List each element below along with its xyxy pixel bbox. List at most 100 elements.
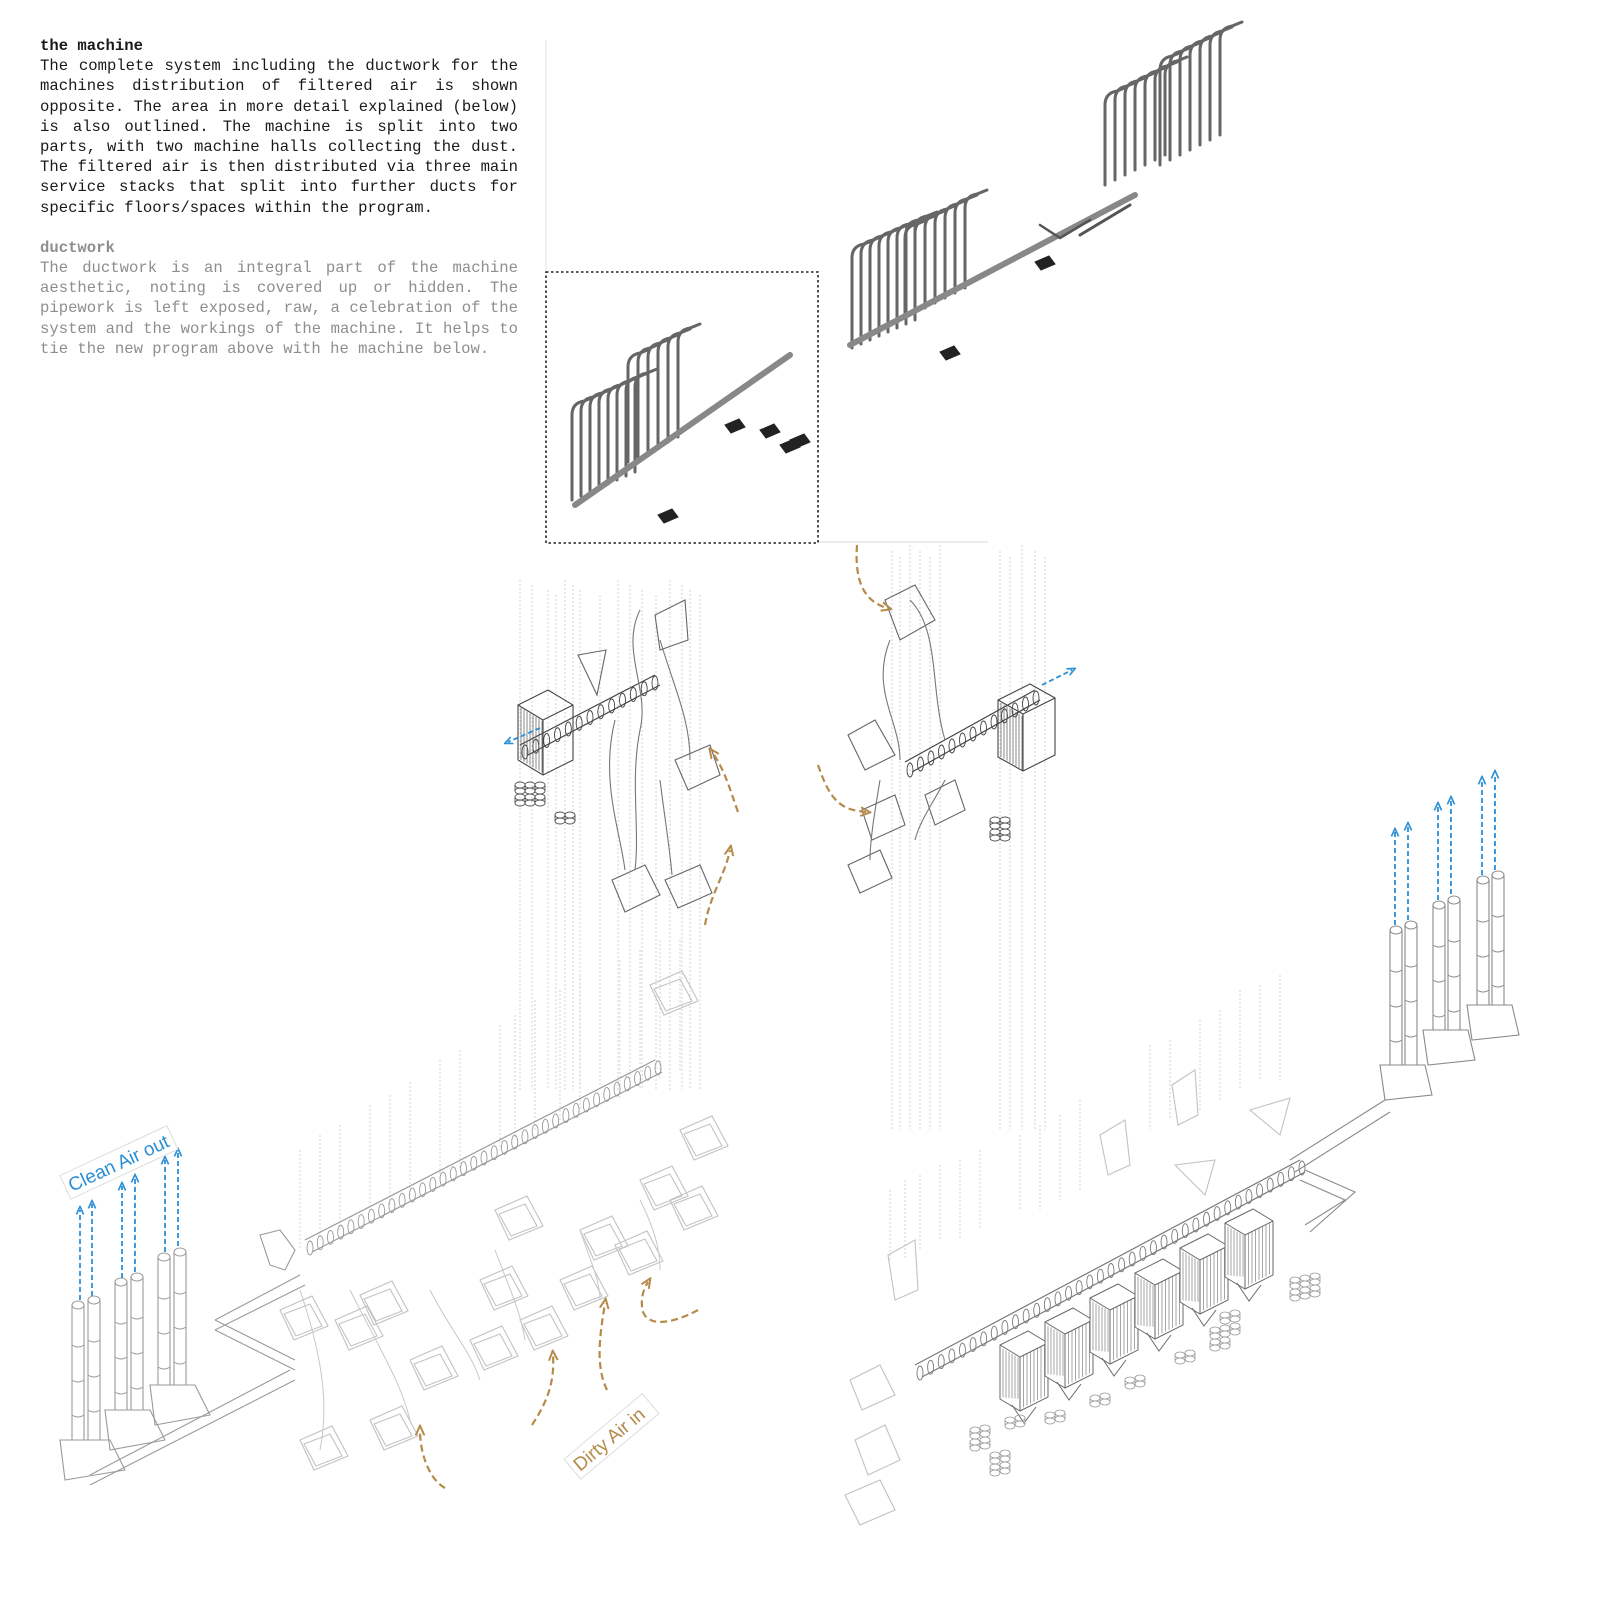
dust-bag-base — [1289, 1282, 1301, 1290]
pipe-ring — [378, 1203, 386, 1219]
stack-band — [130, 1351, 144, 1355]
pipe-ring — [917, 756, 924, 772]
stack-band — [71, 1414, 85, 1418]
pipe-ring — [1118, 1257, 1126, 1273]
dust-bag-base — [1229, 1328, 1241, 1336]
pipe-ring — [634, 1071, 641, 1087]
dust-bag-base — [1209, 1344, 1221, 1352]
stack-band — [1476, 919, 1490, 923]
pipe-ring — [398, 1192, 406, 1208]
filter-hopper — [1101, 1357, 1127, 1377]
pipe-ring — [582, 1097, 590, 1113]
dust-bag-base — [1134, 1380, 1146, 1388]
dust-bag-base — [989, 1457, 1001, 1465]
stack-band — [87, 1339, 101, 1343]
pipe-ring — [1149, 1240, 1157, 1256]
pipe-ring — [1065, 1285, 1073, 1301]
pipe-ring — [969, 1337, 977, 1352]
pipe-ring — [1033, 1302, 1041, 1318]
suction-hood — [359, 1280, 409, 1326]
pipe-ring — [521, 744, 529, 760]
pipe-ring — [969, 726, 977, 742]
dust-bag-base — [1219, 1330, 1231, 1338]
pipe-ring — [367, 1208, 375, 1224]
stack-band — [71, 1379, 85, 1383]
pipe-ring — [654, 1060, 662, 1076]
stack-band — [173, 1326, 187, 1330]
pipe-ring — [337, 1224, 345, 1240]
overview-hood — [724, 418, 746, 434]
suction-hood — [519, 1305, 569, 1351]
dust-bag — [1299, 1286, 1311, 1294]
filter-block-edge — [1044, 1319, 1094, 1388]
stack-band — [114, 1321, 128, 1325]
stack-band — [157, 1296, 171, 1300]
pipe-ring — [1160, 1234, 1168, 1250]
dust-bag-base — [1054, 1415, 1066, 1423]
dust-bag-base — [554, 817, 566, 825]
stack-top — [1447, 895, 1461, 905]
dust-bag — [1209, 1338, 1221, 1346]
stack-band — [87, 1374, 101, 1378]
pipe-ring — [1224, 1200, 1232, 1216]
suction-hood — [559, 1265, 609, 1311]
pipe-ring — [1213, 1206, 1221, 1222]
dust-bag — [989, 816, 1001, 824]
suction-hood — [334, 1305, 384, 1351]
pipe-ring — [1043, 1297, 1051, 1313]
filter-hopper — [1191, 1307, 1217, 1327]
pipe-ring — [990, 714, 998, 730]
stack-band — [114, 1356, 128, 1360]
pipe-ring — [575, 715, 583, 731]
dust-bag — [564, 811, 576, 819]
overview-ductwork — [570, 20, 1244, 524]
pipe-ring — [629, 687, 637, 702]
dust-bag — [1289, 1288, 1301, 1296]
pipe-ring — [1075, 1280, 1083, 1296]
stack-band — [1491, 949, 1505, 953]
stack-band — [1491, 914, 1505, 918]
dust-bag-base — [1044, 1417, 1056, 1425]
pipe-ring — [1192, 1217, 1200, 1233]
stack-band — [1447, 974, 1461, 978]
pipe-ring — [552, 1113, 560, 1129]
dust-bag-base — [1299, 1292, 1311, 1300]
dust-bag — [1099, 1392, 1111, 1400]
dust-bag-base — [1004, 1422, 1016, 1430]
filter-block-edge — [1179, 1245, 1229, 1314]
dust-bag — [1054, 1409, 1066, 1417]
stack-band — [1404, 999, 1418, 1003]
pipe-ring — [958, 1342, 966, 1358]
pipe-ring — [980, 720, 987, 736]
dust-bag-base — [1014, 1420, 1026, 1428]
suction-hood — [409, 1345, 459, 1391]
stack-band — [114, 1391, 128, 1395]
pipe-ring — [1011, 702, 1019, 718]
pipe-ring — [429, 1177, 437, 1192]
stack-band — [1404, 964, 1418, 968]
pipe-ring — [1203, 1211, 1210, 1227]
stack-band — [1389, 1039, 1403, 1043]
dust-bag-base — [989, 822, 1001, 830]
pipe-ring — [1001, 1319, 1009, 1335]
dust-bag-base — [1299, 1280, 1311, 1288]
pipe-ring — [388, 1198, 396, 1214]
dust-bag-base — [1229, 1315, 1241, 1323]
dust-bag — [1309, 1272, 1321, 1280]
pipe-ring — [562, 1108, 570, 1124]
stack-band — [173, 1361, 187, 1365]
pipe-ring — [439, 1171, 447, 1187]
pipe-ring — [1022, 696, 1029, 712]
stack-top — [1389, 925, 1403, 935]
dust-bag-base — [979, 1430, 991, 1438]
filter-block-edge — [999, 1342, 1049, 1411]
pipe-ring — [623, 1076, 631, 1092]
filter-hopper — [1146, 1332, 1172, 1352]
pipe-ring — [1139, 1245, 1147, 1261]
stack-top — [1404, 920, 1418, 930]
pipe-ring — [948, 1348, 956, 1364]
dust-bag — [979, 1424, 991, 1432]
pipe-ring — [316, 1235, 324, 1251]
dust-bag — [999, 1461, 1011, 1469]
stack-top — [1432, 900, 1446, 910]
